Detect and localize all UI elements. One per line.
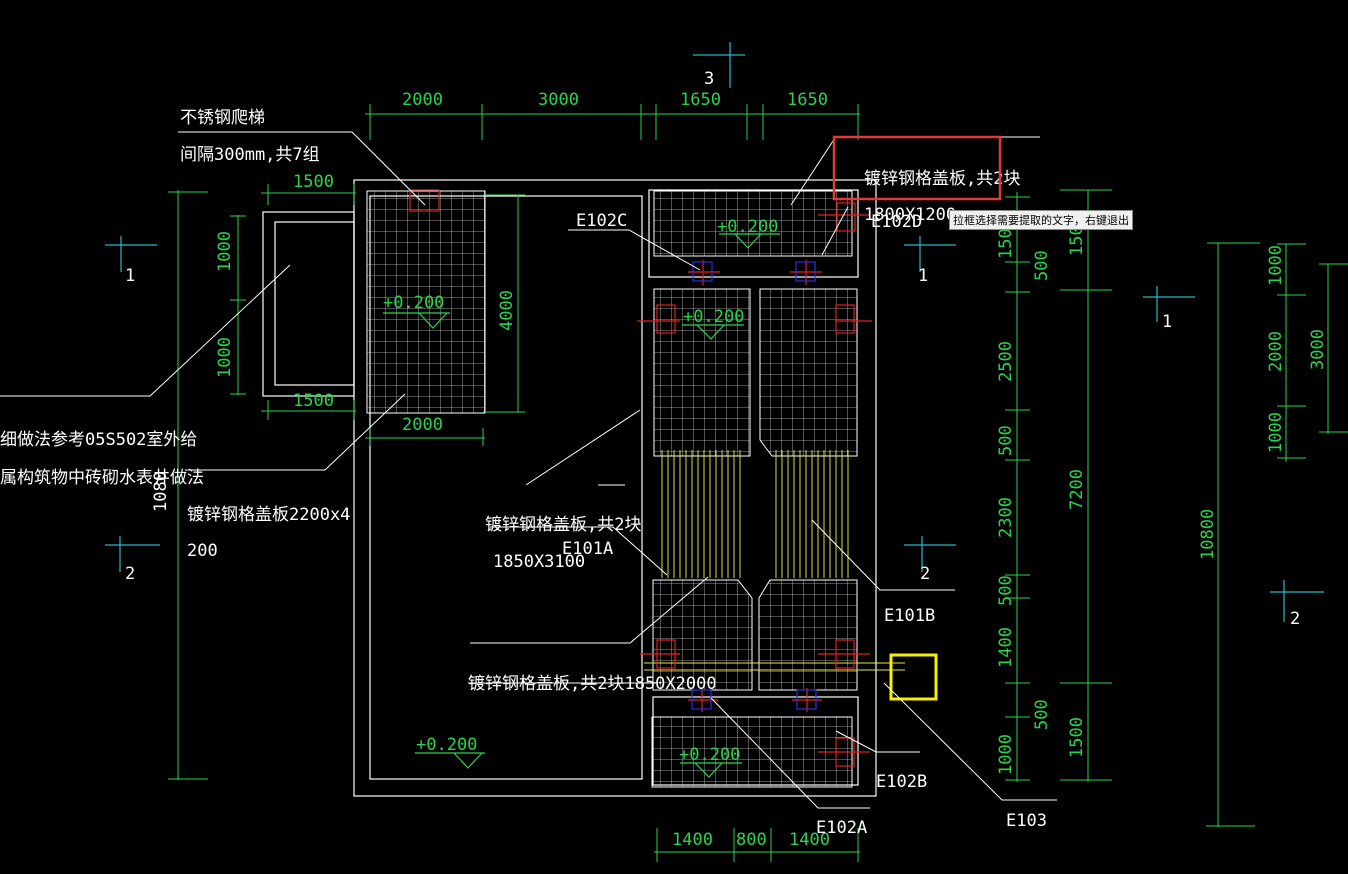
label-e103: E103 — [1006, 811, 1047, 831]
axis-label-3: 3 — [704, 69, 714, 89]
dim-text: 2300 — [996, 497, 1016, 538]
dim-text: 1000 — [215, 231, 235, 272]
dim-text: 500 — [996, 425, 1016, 456]
elevation-text: +0.200 — [717, 217, 778, 237]
dimension-lines — [168, 104, 1348, 862]
ladder-spacing-note: 间隔300mm,共7组 — [180, 145, 320, 165]
annotations: 不锈钢爬梯 间隔300mm,共7组 细做法参考05S502室外给 属构筑物中砖砌… — [0, 108, 1047, 838]
dim-text: 2000 — [402, 90, 443, 110]
label-e102a: E102A — [816, 818, 867, 838]
axis-label-1-left: 1 — [125, 266, 135, 286]
dim-text: 500 — [996, 575, 1016, 606]
axis-label-2-mid: 2 — [920, 564, 930, 584]
axis-label-1-mid: 1 — [918, 266, 928, 286]
grate-2200-note: 镀锌钢格盖板2200x4 — [187, 505, 350, 525]
dim-text: 3000 — [538, 90, 579, 110]
label-e102b: E102B — [876, 772, 927, 792]
dim-text: 2000 — [402, 415, 443, 435]
label-e101a: E101A — [562, 539, 613, 559]
dim-text: 1400 — [996, 627, 1016, 668]
axis-labels: 3 1 1 1 2 2 2 — [125, 69, 1300, 629]
grate-panel-top — [653, 190, 853, 257]
grate-panel-low-right — [758, 579, 858, 691]
label-e102c: E102C — [576, 211, 627, 231]
elevation-text: +0.200 — [383, 293, 444, 313]
dim-text: 3000 — [1308, 329, 1328, 370]
dim-text: 1000 — [996, 734, 1016, 775]
elevation-symbols — [383, 233, 780, 778]
dim-text: 150 — [996, 228, 1016, 259]
ladder-note: 不锈钢爬梯 — [180, 108, 265, 128]
elevation-text: +0.200 — [679, 745, 740, 765]
elevation-texts: +0.200 +0.200 +0.200 +0.200 +0.200 — [383, 217, 778, 765]
dim-text: 1650 — [680, 90, 721, 110]
reference-note-2: 属构筑物中砖砌水表井做法 — [0, 468, 204, 488]
dim-text: 2000 — [1266, 331, 1286, 372]
grate-panel-mid-right — [759, 288, 858, 457]
yellow-slats — [644, 450, 905, 671]
dim-text: 800 — [736, 830, 767, 850]
pipe-fittings — [409, 189, 872, 767]
command-tooltip: 拉框选择需要提取的文字，右键退出 — [949, 210, 1133, 230]
dim-text: 1000 — [1266, 245, 1286, 286]
axis-label-1-right: 1 — [1162, 312, 1172, 332]
grate-mid-size: 1850X3100 — [493, 552, 585, 572]
grate-panel-left — [366, 190, 486, 414]
tank-walls — [262, 179, 877, 797]
dim-text: 1000 — [215, 337, 235, 378]
dim-text: 1400 — [789, 830, 830, 850]
axis-markers — [105, 42, 1324, 622]
blue-valves — [691, 261, 817, 710]
axis-label-2-left: 2 — [125, 564, 135, 584]
axis-label-2-right: 2 — [1290, 609, 1300, 629]
grate-bottom-note: 镀锌钢格盖板,共2块1850X2000 — [468, 674, 717, 694]
label-e102d: E102D — [871, 212, 922, 232]
dim-text: 500 — [1032, 250, 1052, 281]
reference-note-1: 细做法参考05S502室外给 — [0, 430, 197, 450]
dim-text: 4000 — [497, 290, 517, 331]
dim-text: 500 — [1032, 699, 1052, 730]
dim-text: 7200 — [1067, 469, 1087, 510]
selected-item-highlight[interactable] — [889, 653, 938, 701]
grate-panels — [366, 190, 858, 788]
dim-text: 1500 — [1067, 717, 1087, 758]
total-dimension-label: 1080 — [151, 471, 171, 512]
dim-text: 1650 — [787, 90, 828, 110]
grate-mid-note: 镀锌钢格盖板,共2块 — [485, 515, 641, 535]
dim-text: 1500 — [293, 172, 334, 192]
label-e101b: E101B — [884, 606, 935, 626]
elevation-text: +0.200 — [683, 307, 744, 327]
text-selection-box[interactable] — [832, 135, 1002, 201]
dim-text: 1400 — [672, 830, 713, 850]
elevation-text: +0.200 — [416, 735, 477, 755]
grate-2200-note-cont: 200 — [187, 541, 218, 561]
dim-text: 1000 — [1266, 412, 1286, 453]
dim-text: 1500 — [293, 391, 334, 411]
grate-top-size: 1800X1200 — [864, 205, 956, 225]
grate-panel-mid-left — [653, 288, 751, 457]
dim-text: 10800 — [1198, 509, 1218, 560]
grate-top-note: 镀锌钢格盖板,共2块 — [864, 169, 1020, 189]
dim-text: 2500 — [996, 341, 1016, 382]
